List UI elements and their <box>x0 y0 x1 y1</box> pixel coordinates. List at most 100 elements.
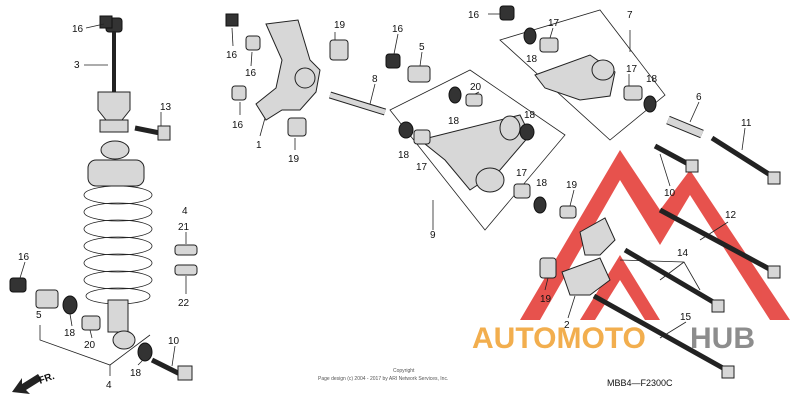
bearing-17-box9-left <box>413 129 431 145</box>
front-direction-label: FR. <box>37 371 56 387</box>
copyright-text: Page design (c) 2004 - 2017 by ARI Netwo… <box>318 376 448 382</box>
callout-5: 5 <box>419 42 425 53</box>
callout-18: 18 <box>130 368 142 379</box>
collar-19-right-upper <box>559 205 577 219</box>
collar-5-upper <box>407 65 431 83</box>
callout-18: 18 <box>448 116 460 127</box>
nut-16-e <box>385 53 401 69</box>
seal-18-box9-bottom <box>533 196 547 214</box>
callout-3: 3 <box>74 60 80 71</box>
lower-body <box>107 299 129 333</box>
callout-13: 13 <box>160 102 172 113</box>
callout-21: 21 <box>178 222 190 233</box>
callout-16: 16 <box>72 24 84 35</box>
callout-16: 16 <box>226 50 238 61</box>
link-7-eye <box>591 59 615 81</box>
upper-eye <box>100 140 130 160</box>
leader-lines <box>19 13 746 367</box>
bolt-14 <box>623 247 725 313</box>
callout-22: 22 <box>178 298 190 309</box>
callout-2: 2 <box>564 320 570 331</box>
callout-14: 14 <box>677 248 689 259</box>
collar-5-lower <box>35 289 59 309</box>
callout-16: 16 <box>18 252 30 263</box>
callout-18: 18 <box>536 178 548 189</box>
bearing-17-box9-bottom <box>513 183 531 199</box>
mount-block <box>99 119 129 133</box>
logo-word-left: AUTOMOTO <box>472 322 646 355</box>
callout-12: 12 <box>725 210 737 221</box>
bearing-17-box7-a <box>539 37 559 53</box>
callout-16: 16 <box>392 24 404 35</box>
seal-18-box9-top <box>448 86 462 104</box>
link-1-eye <box>294 67 316 89</box>
plate-2-lower <box>561 257 611 296</box>
bolt-10-lower <box>150 357 193 381</box>
callout-17: 17 <box>516 168 528 179</box>
upper-mount <box>97 91 131 121</box>
collar-19-right-lower <box>539 257 557 279</box>
seal-18-right <box>137 342 153 362</box>
bolt-13 <box>134 125 171 141</box>
callout-4: 4 <box>182 206 188 217</box>
callout-19: 19 <box>288 154 300 165</box>
callout-18: 18 <box>64 328 76 339</box>
seal-18-box9-left <box>398 121 414 139</box>
collar-6 <box>666 115 704 139</box>
callout-1: 1 <box>256 140 262 151</box>
pin-8 <box>328 91 387 116</box>
callout-17: 17 <box>626 64 638 75</box>
spacer-22 <box>174 264 198 276</box>
bolt-15 <box>592 293 735 379</box>
callout-4: 4 <box>106 380 112 391</box>
callout-20: 20 <box>84 340 96 351</box>
callout-10: 10 <box>664 188 676 199</box>
callout-20: 20 <box>470 82 482 93</box>
box-7-outline <box>499 9 666 141</box>
arm-9-upper-eye <box>499 115 521 141</box>
callout-18: 18 <box>524 110 536 121</box>
logo-word-right: HUB <box>690 322 755 355</box>
washer-16-b <box>245 35 261 51</box>
coil-spring <box>83 185 153 305</box>
lower-eye <box>112 330 136 350</box>
callout-18: 18 <box>398 150 410 161</box>
callout-16: 16 <box>245 68 257 79</box>
collar-19-upper <box>329 39 349 61</box>
callout-5: 5 <box>36 310 42 321</box>
arm-9-lower-eye <box>475 167 505 193</box>
bolt-10-right <box>653 143 699 173</box>
seal-18-box9-right <box>519 123 535 141</box>
washer-16-c <box>231 85 247 101</box>
copyright-title: Copyright <box>393 368 415 374</box>
callout-16: 16 <box>468 10 480 21</box>
seal-18-box7-a <box>523 27 537 45</box>
nut-16-f <box>499 5 515 21</box>
callout-10: 10 <box>168 336 180 347</box>
bushing-20-lower <box>81 315 101 331</box>
callout-labels: 16 3 13 16 16 16 19 1 19 8 16 5 16 17 18… <box>18 10 752 391</box>
bolt-12 <box>658 207 781 279</box>
seal-18-lower <box>62 295 78 315</box>
front-arrow-icon <box>12 374 42 394</box>
link-1 <box>255 19 321 121</box>
bolt-11 <box>710 135 781 185</box>
callout-18: 18 <box>526 54 538 65</box>
reservoir-top <box>87 159 145 187</box>
callout-7: 7 <box>627 10 633 21</box>
diagram-code: MBB4—F2300C <box>607 378 673 388</box>
bracket-4 <box>39 325 151 366</box>
seal-18-box7-b <box>643 95 657 113</box>
callout-6: 6 <box>696 92 702 103</box>
nut-16-a <box>225 13 239 27</box>
bearing-17-box7-b <box>623 85 643 101</box>
collar-19-lower <box>287 117 307 137</box>
callout-9: 9 <box>430 230 436 241</box>
logo-triangle-icon <box>520 150 790 320</box>
callout-19: 19 <box>540 294 552 305</box>
callout-19: 19 <box>334 20 346 31</box>
plate-2-upper <box>579 217 616 256</box>
watermark-logo: AUTOMOTO HUB <box>472 150 790 355</box>
